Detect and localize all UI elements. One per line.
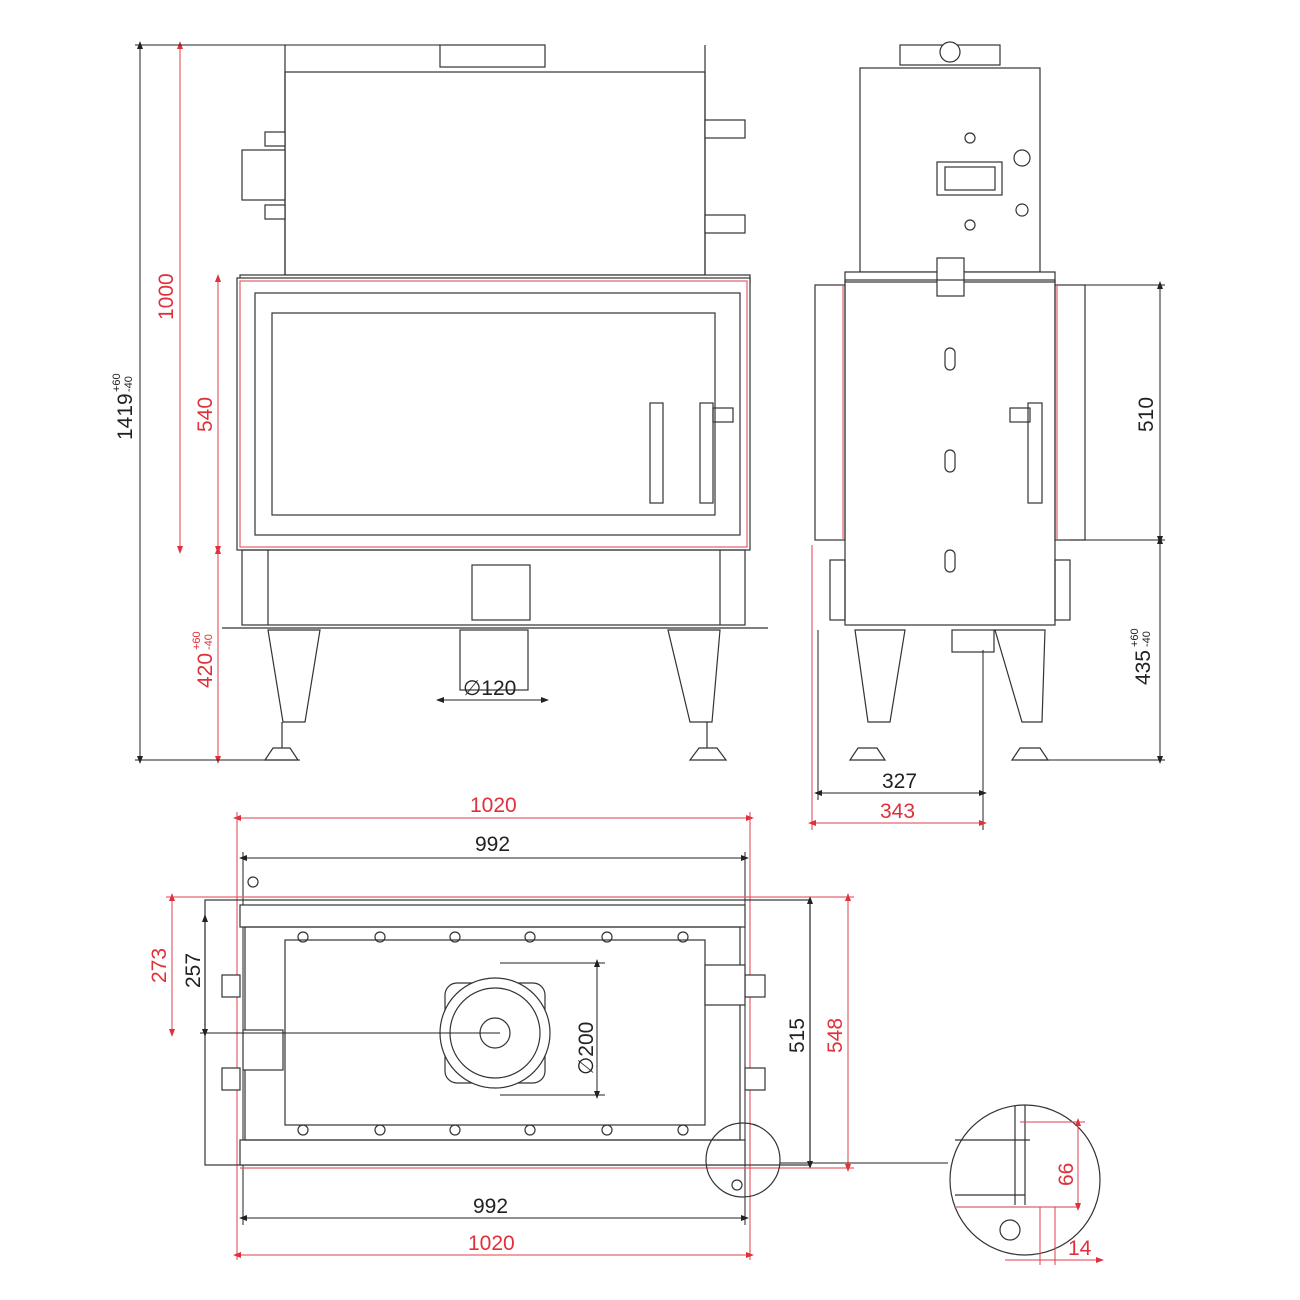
dim-door-height: 540 (194, 397, 217, 432)
dim-air-inlet: ∅120 (463, 677, 516, 700)
base (241, 549, 746, 626)
leg-right (667, 629, 721, 723)
detail-view: 66 14 (949, 1104, 1104, 1265)
svg-text:-40: -40 (123, 376, 135, 392)
dim-side-leg-height: 435 (1132, 650, 1155, 685)
dim-flue-diameter: ∅200 (575, 1022, 598, 1075)
dim-detail-14: 14 (1068, 1237, 1092, 1260)
dim-depth-515: 515 (786, 1018, 809, 1053)
dim-depth-343: 343 (880, 800, 915, 823)
dim-leg-height: 420 (194, 653, 217, 688)
dim-depth-548: 548 (824, 1018, 847, 1053)
dim-width-1020-bottom: 1020 (468, 1232, 515, 1255)
svg-text:-40: -40 (1141, 631, 1153, 647)
dim-total-height: 1419 (114, 393, 137, 440)
detail-marker (705, 1122, 781, 1198)
side-view: 510 435 +60-40 327 343 (808, 41, 1165, 830)
door (254, 292, 741, 536)
leg-left (267, 629, 321, 723)
svg-text:-40: -40 (203, 634, 215, 650)
flue-collar (439, 44, 546, 68)
front-view: 1419+60-40 1000 540 420+60-40 ∅120 (111, 41, 768, 764)
dim-side-door-height: 510 (1135, 397, 1158, 432)
plan-view: 1020 992 ∅200 273 257 515 548 (148, 794, 948, 1260)
dim-width-992-top: 992 (475, 833, 510, 856)
svg-text:+60: +60 (1129, 628, 1141, 647)
dim-width-992-bottom: 992 (473, 1195, 508, 1218)
dim-depth-327: 327 (882, 770, 917, 793)
glass-panel (271, 312, 716, 516)
side-body (844, 279, 1056, 626)
air-inlet-pipe (459, 629, 529, 691)
svg-text:+60: +60 (191, 631, 203, 650)
dim-height-1000: 1000 (155, 273, 178, 320)
air-inlet-box (471, 564, 531, 621)
door-frame (236, 277, 751, 551)
dim-detail-66: 66 (1055, 1163, 1078, 1186)
svg-text:+60: +60 (111, 373, 123, 392)
dim-width-1020-top: 1020 (470, 794, 517, 817)
dim-offset-273: 273 (148, 948, 171, 983)
door-handle (649, 402, 664, 504)
convection-housing (284, 71, 706, 276)
dim-offset-257: 257 (182, 953, 205, 988)
